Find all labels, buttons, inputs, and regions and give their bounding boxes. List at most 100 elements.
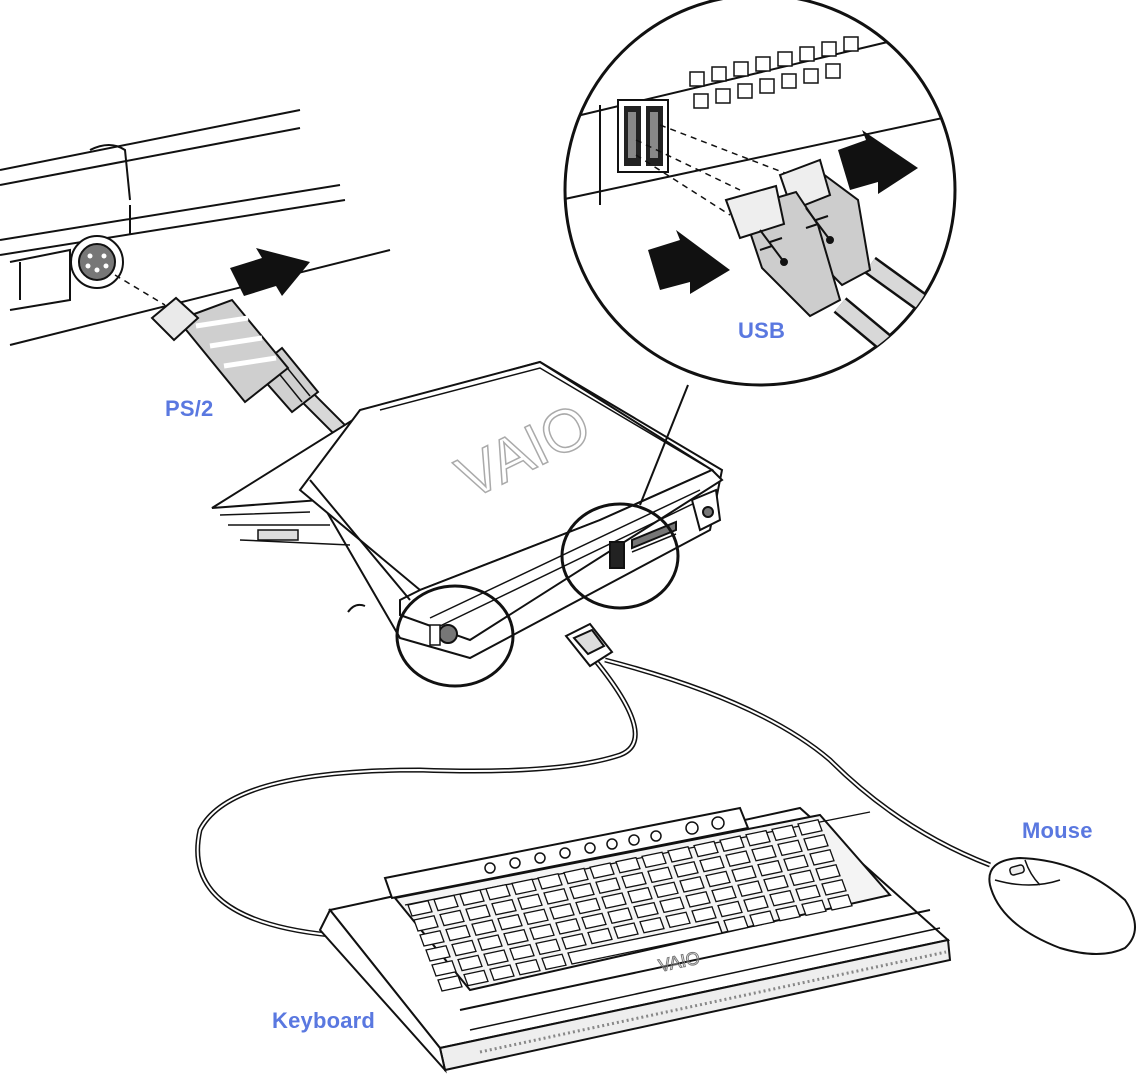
key: [783, 854, 809, 872]
key: [465, 904, 491, 921]
key: [673, 861, 699, 878]
key: [463, 969, 489, 987]
usb-guide-lines: [635, 124, 791, 216]
key: [751, 844, 777, 862]
key: [537, 873, 563, 890]
key: [723, 915, 749, 933]
laptop: [211, 360, 724, 660]
key: [757, 859, 783, 877]
key: [809, 849, 835, 866]
key: [699, 855, 725, 873]
usb-symbol-icon: [759, 229, 788, 266]
key: [827, 894, 853, 911]
laptop-ps2-port: [438, 624, 458, 644]
hotkey-buttons: [484, 816, 725, 874]
spacebar-key: [567, 921, 723, 965]
key: [797, 819, 823, 836]
key: [587, 927, 613, 945]
vent-grille: [689, 36, 859, 109]
key: [821, 879, 847, 896]
usb-ports: [617, 99, 669, 173]
key: [777, 839, 803, 857]
keyboard-label: Keyboard: [272, 1008, 376, 1033]
key: [555, 918, 581, 935]
key: [615, 856, 641, 874]
key: [541, 953, 567, 971]
key: [491, 898, 517, 916]
usb-receiver-plug: [564, 622, 614, 668]
key: [509, 943, 535, 961]
key: [489, 964, 515, 981]
key: [485, 883, 511, 901]
key: [471, 919, 497, 936]
key: [789, 869, 815, 887]
ps2-guide-line: [114, 274, 166, 306]
key: [437, 975, 463, 992]
key: [743, 895, 769, 912]
key: [737, 880, 763, 897]
key: [639, 916, 665, 934]
mouse: [988, 856, 1136, 955]
key: [497, 913, 523, 931]
key: [769, 889, 795, 907]
key: [801, 899, 827, 917]
key: [459, 889, 485, 906]
key: [589, 862, 615, 879]
arrow-icon: [230, 248, 310, 296]
key: [665, 911, 691, 929]
key: [711, 885, 737, 903]
ps2-label: PS/2: [165, 396, 214, 421]
laptop-usb-ports: [609, 520, 677, 569]
key: [451, 939, 477, 957]
key: [693, 840, 719, 858]
key: [653, 881, 679, 899]
key: [719, 835, 745, 852]
key: [815, 864, 841, 881]
key: [523, 908, 549, 926]
key: [503, 928, 529, 946]
arrow-icon: [648, 230, 730, 294]
usb-label: USB: [738, 318, 786, 343]
key: [515, 958, 541, 976]
key: [647, 866, 673, 884]
key: [659, 896, 685, 914]
key: [627, 886, 653, 904]
key: [419, 930, 445, 947]
key: [717, 900, 743, 918]
key: [613, 922, 639, 939]
key: [575, 897, 601, 915]
key: [667, 846, 693, 863]
cables-inner: [196, 659, 991, 936]
key: [439, 909, 465, 927]
key: [563, 867, 589, 885]
ps2-plug: [150, 296, 358, 448]
key: [581, 912, 607, 930]
zoom-callouts: [309, 384, 689, 688]
key: [595, 877, 621, 894]
key: [803, 834, 829, 851]
key: [795, 884, 821, 902]
key-grid: [407, 819, 853, 992]
key: [569, 882, 595, 900]
key: [413, 915, 439, 932]
key: [517, 893, 543, 911]
key: [425, 945, 451, 962]
key: [529, 923, 555, 941]
key: [543, 888, 569, 905]
key: [621, 871, 647, 889]
key: [763, 874, 789, 892]
key: [431, 960, 457, 977]
key: [483, 949, 509, 966]
key: [685, 891, 711, 908]
key: [771, 824, 797, 842]
key: [775, 904, 801, 922]
key: [679, 876, 705, 893]
key: [749, 910, 775, 927]
key: [705, 870, 731, 888]
key: [457, 954, 483, 972]
key: [477, 934, 503, 951]
key: [633, 901, 659, 919]
key: [691, 906, 717, 923]
key: [725, 850, 751, 867]
